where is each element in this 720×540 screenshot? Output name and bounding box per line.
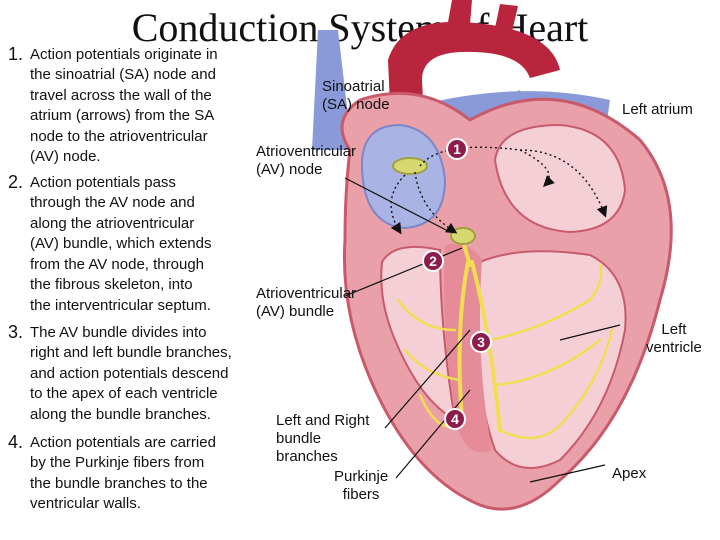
- step-text: The AV bundle divides into right and lef…: [30, 323, 232, 423]
- badge-4: 4: [444, 408, 466, 430]
- label-left-ventricle: Left ventricle: [646, 321, 702, 356]
- leader-bundle-branches: [384, 329, 471, 429]
- right-atrium: [360, 123, 447, 230]
- leader-left-ventricle: [559, 324, 621, 341]
- label-av-bundle: Atrioventricular (AV) bundle: [256, 285, 357, 320]
- label-sa-node: Sinoatrial (SA) node: [322, 78, 390, 113]
- badge-3: 3: [470, 331, 492, 353]
- leader-purkinje: [395, 389, 471, 479]
- step-number: 2.: [8, 172, 24, 192]
- badge-1: 1: [446, 138, 468, 160]
- badge-number: 2: [429, 253, 437, 269]
- step-text: Action potentials originate in the sinoa…: [30, 45, 218, 166]
- aorta-arch: [388, 21, 560, 161]
- step-text: Action potentials pass through the AV no…: [30, 173, 212, 314]
- left-atrium-chamber: [493, 123, 627, 234]
- leader-av-node: [344, 177, 451, 233]
- label-apex: Apex: [612, 465, 647, 482]
- leader-apex: [529, 464, 606, 483]
- label-left-atrium: Left atrium: [622, 101, 693, 118]
- badge-number: 4: [451, 411, 459, 427]
- step-number: 1.: [8, 44, 24, 64]
- label-purkinje-fibers: Purkinje fibers: [334, 468, 389, 503]
- sa-node: [392, 157, 428, 175]
- step-3: 3. The AV bundle divides into right and …: [8, 322, 232, 425]
- label-av-node: Atrioventricular (AV) node: [256, 143, 357, 178]
- badge-number: 3: [477, 334, 485, 350]
- step-4: 4. Action potentials are carried by the …: [8, 432, 216, 515]
- step-2: 2. Action potentials pass through the AV…: [8, 172, 212, 316]
- badge-2: 2: [422, 250, 444, 272]
- aorta-branch-1: [448, 0, 472, 24]
- badge-number: 1: [453, 141, 461, 157]
- step-1: 1. Action potentials originate in the si…: [8, 44, 218, 168]
- aorta-branch-2: [495, 4, 518, 32]
- step-number: 4.: [8, 432, 24, 452]
- step-number: 3.: [8, 322, 24, 342]
- label-bundle-branches: Left and Right bundle branches: [276, 412, 370, 465]
- purkinje-fibers: [396, 263, 614, 440]
- step-text: Action potentials are carried by the Pur…: [30, 433, 216, 513]
- right-bundle-branch: [457, 260, 470, 422]
- av-node: [450, 227, 476, 245]
